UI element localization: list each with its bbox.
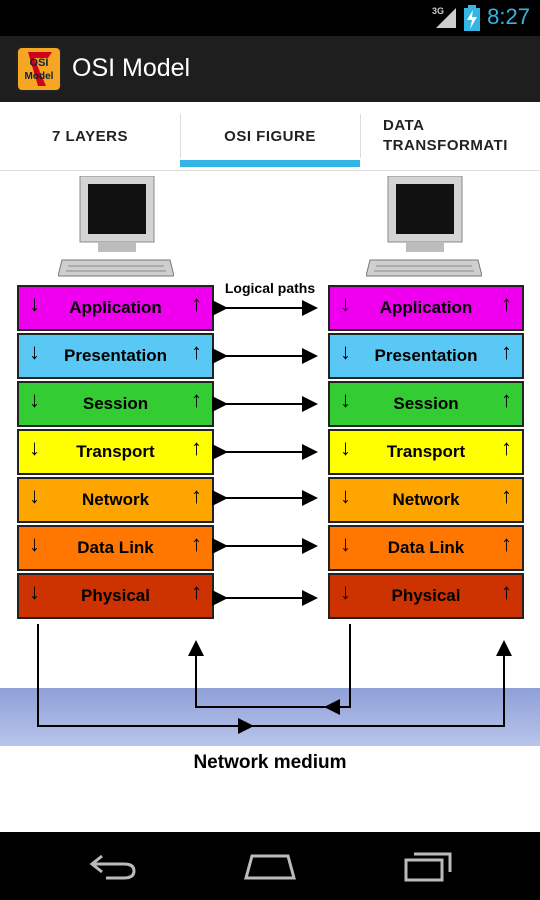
tab-osi-figure[interactable]: OSI FIGURE <box>180 102 360 170</box>
layer-label: Session <box>393 394 459 413</box>
layer-network-right: ↓ Network ↑ <box>328 477 524 523</box>
up-arrow-icon: ↑ <box>191 435 202 460</box>
down-arrow-icon: ↓ <box>29 291 40 316</box>
layer-label: Data Link <box>77 538 154 557</box>
layer-label: Application <box>379 298 473 317</box>
action-bar: OSI Model OSI Model <box>0 36 540 102</box>
network-medium-band <box>0 688 540 746</box>
up-arrow-icon: ↑ <box>501 339 512 364</box>
up-arrow-icon: ↑ <box>501 579 512 604</box>
layer-data-link-right: ↓ Data Link ↑ <box>328 525 524 571</box>
osi-figure: Logical paths ↓ Application ↑ ↓ Presenta… <box>0 172 540 832</box>
selected-tab-indicator <box>180 160 360 167</box>
up-arrow-icon: ↑ <box>501 387 512 412</box>
tab-data-transformation[interactable]: DATA TRANSFORMATI <box>383 102 540 170</box>
layer-label: Network <box>81 490 150 509</box>
down-arrow-icon: ↓ <box>29 339 40 364</box>
down-arrow-icon: ↓ <box>29 435 40 460</box>
layer-label: Physical <box>81 586 150 605</box>
network-type: 3G <box>431 6 444 16</box>
tab-divider <box>360 114 361 158</box>
navigation-bar <box>0 832 540 900</box>
tab-bar: 7 LAYERS OSI FIGURE DATA TRANSFORMATI <box>0 102 540 171</box>
medium-wiring <box>37 624 512 734</box>
layer-label: Session <box>82 394 149 413</box>
app-title: OSI Model <box>72 54 191 82</box>
up-arrow-icon: ↑ <box>191 339 202 364</box>
down-arrow-icon: ↓ <box>340 339 351 364</box>
down-arrow-icon: ↓ <box>340 579 351 604</box>
layer-physical-left: ↓ Physical ↑ <box>17 573 214 619</box>
up-arrow-icon: ↑ <box>191 387 202 412</box>
down-arrow-icon: ↓ <box>29 483 40 508</box>
clock: 8:27 <box>487 4 530 29</box>
down-arrow-icon: ↓ <box>29 579 40 604</box>
up-arrow-icon: ↑ <box>191 579 202 604</box>
up-arrow-icon: ↑ <box>501 483 512 508</box>
down-arrow-icon: ↓ <box>340 435 351 460</box>
battery-charging-icon <box>464 5 480 31</box>
layer-label: Transport <box>386 442 466 461</box>
down-arrow-icon: ↓ <box>340 531 351 556</box>
up-arrow-icon: ↑ <box>501 435 512 460</box>
up-arrow-icon: ↑ <box>191 291 202 316</box>
layer-physical-right: ↓ Physical ↑ <box>328 573 524 619</box>
up-arrow-icon: ↑ <box>191 483 202 508</box>
recents-icon[interactable] <box>404 850 454 882</box>
down-arrow-icon: ↓ <box>340 483 351 508</box>
layer-label: Network <box>392 490 460 509</box>
logical-path-arrows <box>212 300 318 606</box>
svg-text:OSI: OSI <box>30 57 49 69</box>
layer-presentation-right: ↓ Presentation ↑ <box>328 333 524 379</box>
layer-presentation-left: ↓ Presentation ↑ <box>17 333 214 379</box>
down-arrow-icon: ↓ <box>340 387 351 412</box>
layer-label: Presentation <box>64 346 167 365</box>
computer-icon <box>58 176 174 277</box>
app-logo-icon[interactable]: OSI Model <box>16 46 62 92</box>
tab-7-layers[interactable]: 7 LAYERS <box>0 102 180 170</box>
layer-application-right: ↓ Application ↑ <box>328 285 524 331</box>
down-arrow-icon: ↓ <box>29 387 40 412</box>
down-arrow-icon: ↓ <box>340 291 351 316</box>
up-arrow-icon: ↑ <box>191 531 202 556</box>
layer-label: Data Link <box>387 538 465 557</box>
layer-session-left: ↓ Session ↑ <box>17 381 214 427</box>
tab-divider <box>180 114 181 158</box>
signal-icon <box>436 8 456 28</box>
layer-transport-right: ↓ Transport ↑ <box>328 429 524 475</box>
status-bar: 3G 8:27 <box>0 0 540 36</box>
layer-label: Application <box>69 298 162 317</box>
logical-paths-label: Logical paths <box>224 280 316 296</box>
layer-data-link-left: ↓ Data Link ↑ <box>17 525 214 571</box>
back-icon[interactable] <box>88 852 138 880</box>
connection-lines <box>212 300 318 606</box>
network-medium-label: Network medium <box>193 752 347 773</box>
layer-label: Physical <box>391 586 461 605</box>
tab-label: 7 LAYERS <box>52 127 128 145</box>
layer-network-left: ↓ Network ↑ <box>17 477 214 523</box>
layer-session-right: ↓ Session ↑ <box>328 381 524 427</box>
tab-label: DATA TRANSFORMATI <box>383 117 508 154</box>
computer-icon <box>366 176 482 277</box>
down-arrow-icon: ↓ <box>29 531 40 556</box>
up-arrow-icon: ↑ <box>501 531 512 556</box>
layer-label: Transport <box>76 442 155 461</box>
up-arrow-icon: ↑ <box>501 291 512 316</box>
layer-label: Presentation <box>374 346 478 365</box>
home-icon[interactable] <box>242 852 298 880</box>
tab-label: OSI FIGURE <box>224 127 316 145</box>
svg-text:Model: Model <box>25 71 54 82</box>
